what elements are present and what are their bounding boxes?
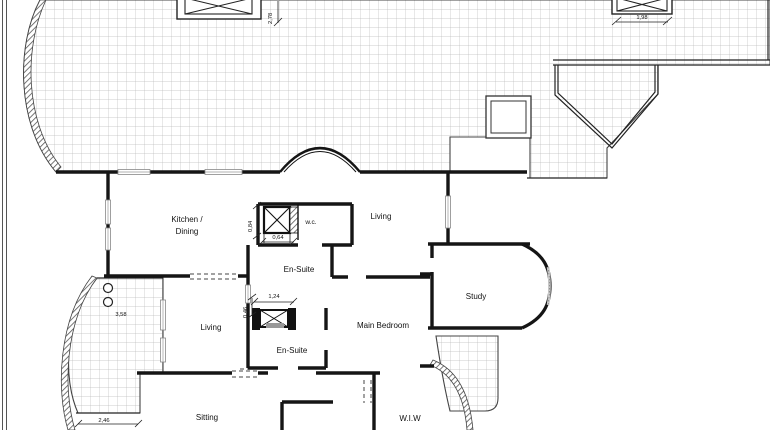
dim-label-shaft-width: 1,24	[268, 294, 280, 300]
skylight-top-right	[611, 0, 673, 15]
interior-walls	[56, 170, 530, 430]
dim-label-terrace-left-width: 3,58	[115, 312, 126, 318]
dim-ticks-278	[273, 1, 283, 27]
dim-label-lift-height: 0,84	[248, 220, 254, 232]
windows	[105, 169, 451, 363]
lift-shaft-2	[252, 308, 296, 330]
dim-label-terrace-left-bottom-width: 2,46	[98, 418, 109, 424]
column-1	[102, 282, 114, 294]
dim-label-lift-width: 0,64	[272, 235, 284, 241]
room-label-living-right: Living	[371, 212, 392, 221]
dim-ticks-198	[611, 16, 673, 26]
room-label-ensuite-1: En-Suite	[284, 265, 315, 274]
planter-box	[485, 95, 532, 139]
dim-ticks-084	[252, 201, 262, 240]
room-label-study: Study	[466, 292, 486, 301]
skylight-top-left	[176, 0, 262, 20]
terrace-columns	[102, 282, 114, 308]
room-label-wc: w.c.	[304, 219, 316, 226]
arched-opening	[279, 146, 361, 173]
shaft-hatch-strip	[289, 206, 299, 234]
dimension-graphics	[74, 1, 673, 428]
parapet-walls	[76, 0, 770, 414]
room-label-kitchen-line2: Dining	[176, 227, 199, 236]
study-bay-window	[521, 242, 552, 330]
dim-label-shaft-height: 0,46	[243, 307, 249, 318]
room-label-kitchen-line1: Kitchen /	[171, 215, 203, 224]
curved-edge-hatch-left-terrace	[60, 275, 98, 430]
dim-ticks-046	[247, 293, 257, 319]
lift-shaft-1	[262, 204, 299, 240]
curved-edge-hatch-top-left	[23, 0, 62, 173]
room-label-wiw: W.I.W	[399, 414, 421, 423]
left-boundary-wall	[2, 0, 7, 430]
dashed-openings	[190, 273, 372, 403]
shaft-hatch-strip-2	[266, 323, 284, 328]
dim-ticks-246	[74, 419, 143, 428]
dim-label-skylight-left-depth: 2,78	[268, 13, 274, 24]
room-label-main-bedroom: Main Bedroom	[357, 321, 409, 330]
room-label-sitting: Sitting	[196, 413, 218, 422]
room-label-living-left: Living	[201, 323, 222, 332]
room-label-ensuite-2: En-Suite	[277, 346, 308, 355]
dim-ticks-064	[258, 233, 298, 246]
column-2	[102, 296, 114, 308]
dim-label-skylight-right-width: 1,98	[636, 15, 647, 21]
curved-window-wall-bottom	[429, 359, 474, 430]
terrace-bottom-right	[435, 335, 499, 412]
